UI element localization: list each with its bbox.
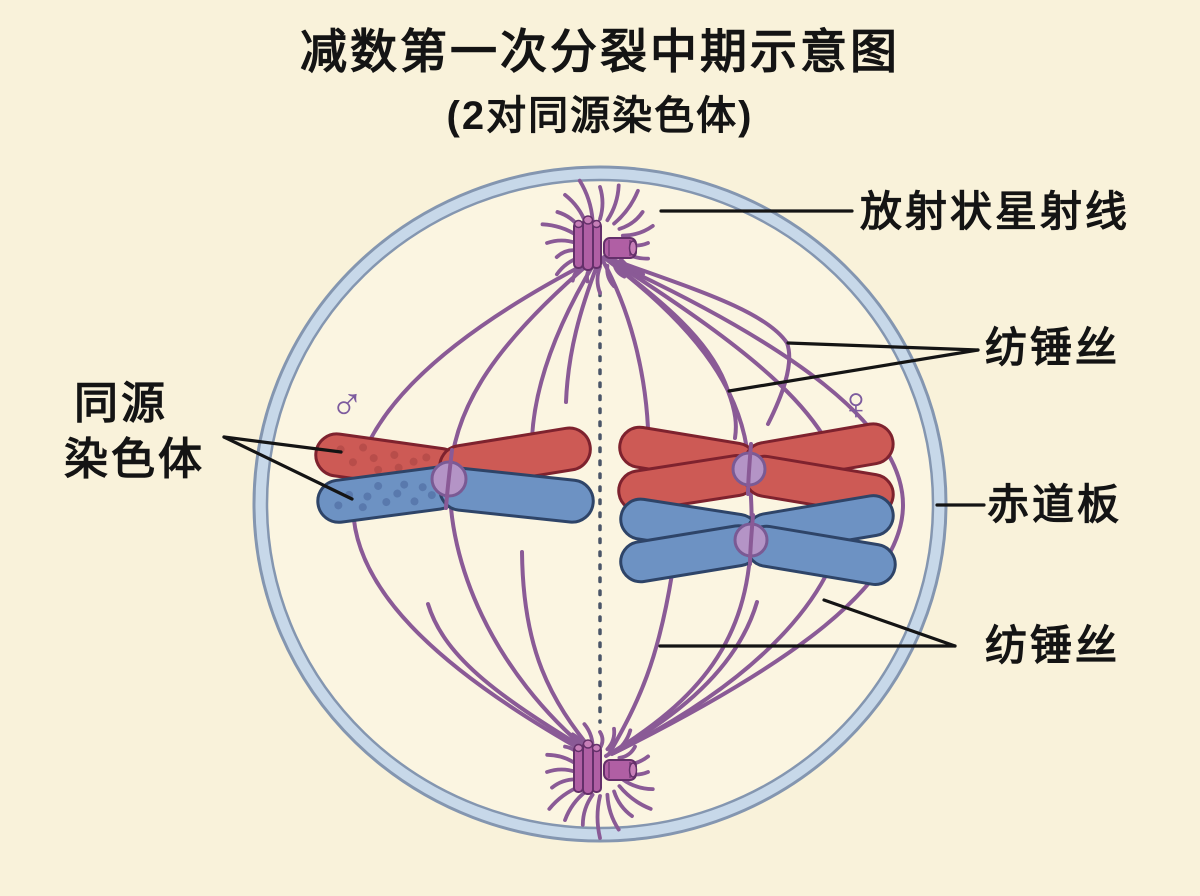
aster-ray xyxy=(612,260,627,279)
aster-ray xyxy=(617,255,645,277)
aster-ray xyxy=(612,728,633,755)
chromosome-bivalent-left xyxy=(314,426,595,524)
aster-ray xyxy=(577,178,595,223)
spindle-fiber xyxy=(530,260,597,440)
aster-ray xyxy=(617,210,645,231)
spindle-fiber xyxy=(604,257,754,758)
label-equatorial-plate: 赤道板 xyxy=(987,481,1123,528)
leader-spindle-top-1 xyxy=(786,341,980,352)
aster-ray xyxy=(612,188,640,226)
chromosome-blue-right xyxy=(619,494,897,586)
label-spindle-fiber-bottom: 纺锤丝 xyxy=(985,622,1121,669)
spindle-fiber xyxy=(564,261,600,404)
spindle-fiber xyxy=(600,257,650,430)
label-homologous-line1: 同源 xyxy=(74,379,168,428)
aster-ray xyxy=(605,183,621,223)
diagram-title: 减数第一次分裂中期示意图 xyxy=(300,25,900,78)
aster-ray xyxy=(563,789,588,822)
aster-ray xyxy=(620,224,655,238)
label-aster-rays: 放射状星射线 xyxy=(860,188,1131,235)
spindle-fiber xyxy=(612,261,906,755)
aster-ray xyxy=(605,726,617,752)
leader-homologous-1 xyxy=(222,435,343,454)
leader-homologous-2 xyxy=(222,435,354,501)
leader-spindle-bottom-1 xyxy=(822,598,957,648)
aster-ray xyxy=(595,794,602,840)
aster-ray xyxy=(598,185,605,221)
male-symbol: ♂ xyxy=(330,376,365,428)
kinetochore-fiber-red-right xyxy=(746,442,753,496)
spindle-fiber xyxy=(602,255,738,440)
chromosome-red-right xyxy=(617,422,895,516)
spindle-fiber xyxy=(426,602,592,754)
aster-ray xyxy=(617,784,653,811)
kinetochore-fiber-left xyxy=(444,448,454,510)
aster-ray xyxy=(617,744,637,760)
spindle-fiber xyxy=(607,572,674,756)
spindle-fiber xyxy=(606,256,792,426)
label-homologous-line2: 染色体 xyxy=(64,435,205,484)
leader-spindle-top-2 xyxy=(727,348,980,393)
spindle-fiber xyxy=(520,550,596,755)
spindle-fiber xyxy=(609,600,759,755)
female-symbol: ♀ xyxy=(839,377,874,429)
centriole-pair-bottom xyxy=(573,739,638,795)
aster-ray xyxy=(605,263,616,289)
leader-lines xyxy=(222,209,986,648)
kinetochore-fiber-blue-right xyxy=(748,513,755,566)
diagram-subtitle: (2对同源染色体) xyxy=(446,94,754,138)
centriole-pair-top xyxy=(573,215,638,271)
aster-ray xyxy=(580,792,595,827)
aster-ray xyxy=(612,789,634,818)
label-spindle-fiber-top: 纺锤丝 xyxy=(985,324,1121,371)
aster-ray xyxy=(595,265,602,295)
aster-ray xyxy=(605,792,621,832)
